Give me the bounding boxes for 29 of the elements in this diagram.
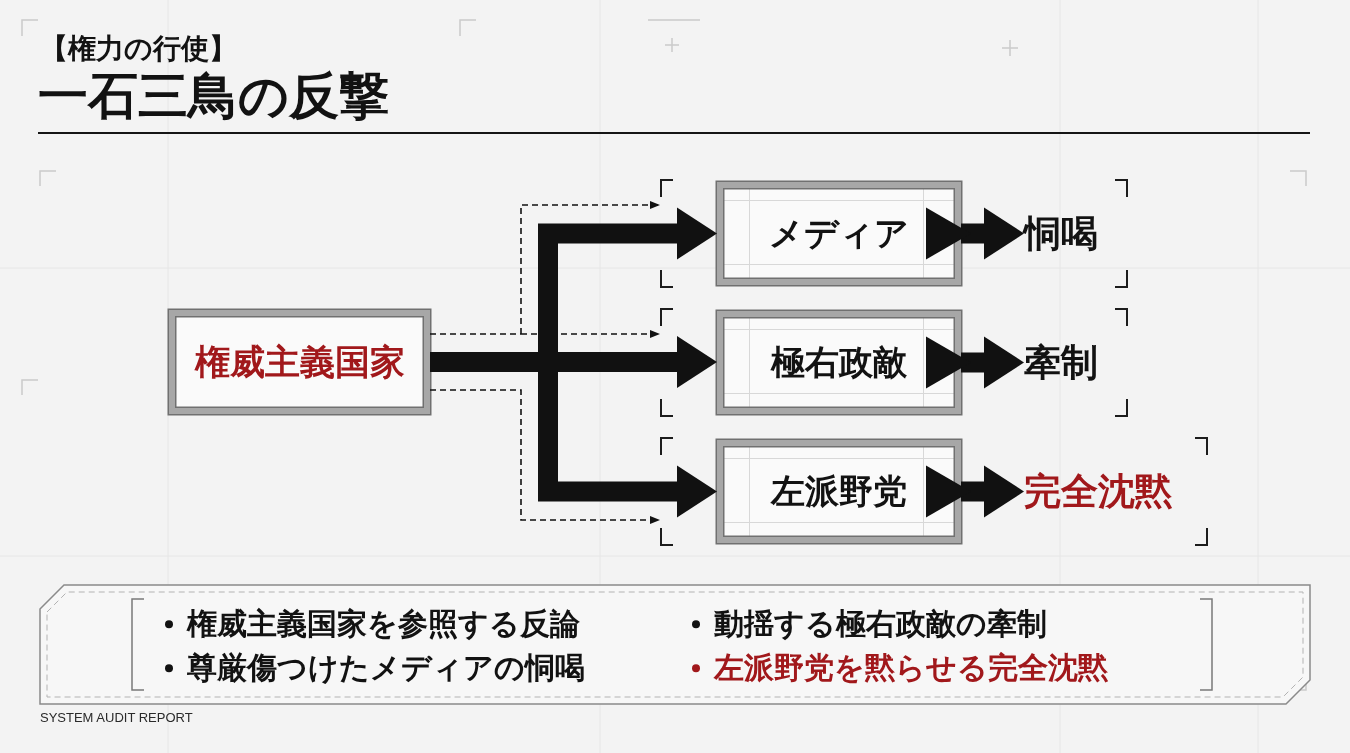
box-label: 極右政敵 <box>771 342 907 383</box>
target-box <box>717 311 961 414</box>
box-label: 左派野党 <box>771 471 907 512</box>
thick-arrow <box>538 207 717 362</box>
outcome-label: 牽制 <box>1024 340 1098 385</box>
dashed-arrow <box>520 330 661 338</box>
target-box <box>717 440 961 543</box>
source-box <box>169 310 430 414</box>
dashed-arrow <box>429 389 661 524</box>
bullet-text: 左派野党を黙らせる完全沈黙 <box>714 649 1108 687</box>
outcome-label: 恫喝 <box>1024 211 1098 256</box>
outcome-label: 完全沈黙 <box>1024 469 1172 514</box>
page-title: 一石三鳥の反撃 <box>38 68 389 126</box>
bullet-text: 権威主義国家を参照する反論 <box>187 605 580 643</box>
thick-arrow <box>926 465 1024 518</box>
bullet-text: 動揺する極右政敵の牽制 <box>714 605 1047 643</box>
target-box <box>717 182 961 285</box>
footer-text: SYSTEM AUDIT REPORT <box>40 710 193 726</box>
section-kicker: 【権力の行使】 <box>40 32 237 66</box>
box-label: メディア <box>769 213 909 254</box>
thick-arrow <box>558 336 717 388</box>
bullet-text: 尊厳傷つけたメディアの恫喝 <box>187 649 585 687</box>
thick-arrow <box>926 207 1024 260</box>
dashed-arrow <box>520 201 661 335</box>
dashed-line <box>429 333 522 335</box>
summary-panel <box>40 585 1310 704</box>
thick-arrow <box>926 336 1024 389</box>
thick-arrow <box>538 362 717 518</box>
box-label: 権威主義国家 <box>194 341 405 383</box>
